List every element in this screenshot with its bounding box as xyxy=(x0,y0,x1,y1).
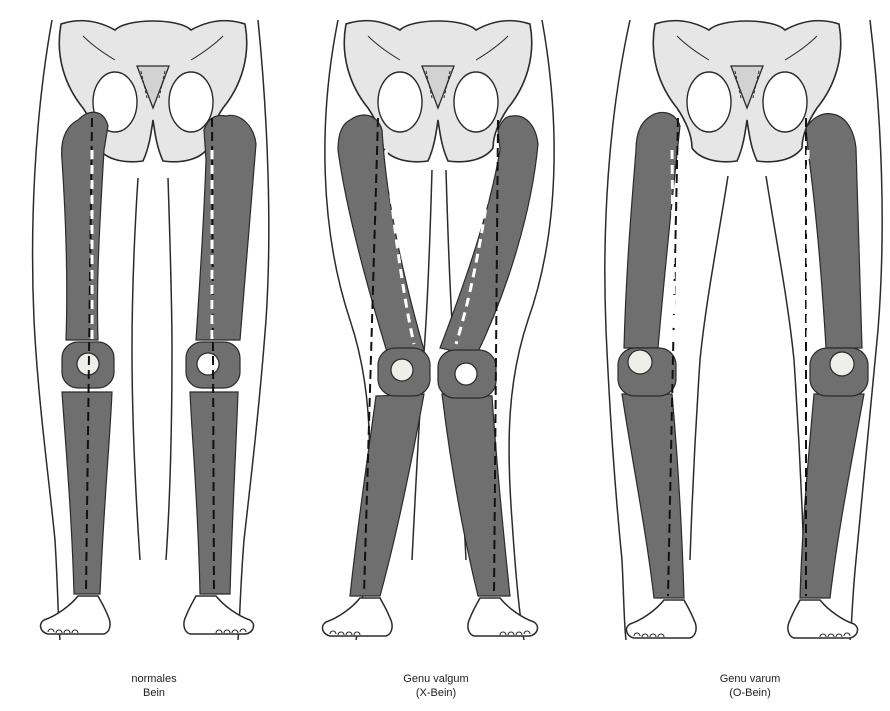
caption-valgum: Genu valgum (X-Bein) xyxy=(336,672,536,700)
caption-valgum-line1: Genu valgum xyxy=(336,672,536,686)
patella-right-varum xyxy=(830,352,854,376)
patella-left-valgum xyxy=(391,359,413,381)
femur-left-normal xyxy=(62,112,108,340)
caption-normal-line1: normales xyxy=(54,672,254,686)
caption-valgum-line2: (X-Bein) xyxy=(336,686,536,700)
femur-right-varum xyxy=(806,114,862,348)
tibia-right-varum xyxy=(800,394,864,598)
panel-valgum-leg xyxy=(323,20,555,640)
foot-left-valgum xyxy=(323,598,393,636)
panel-normal-leg xyxy=(33,20,269,640)
femur-right-normal xyxy=(196,115,256,340)
panel-varum-leg xyxy=(605,20,882,640)
caption-varum: Genu varum (O-Bein) xyxy=(650,672,850,700)
foot-left-varum xyxy=(627,600,697,638)
foot-left-normal xyxy=(41,596,111,634)
tibia-left-valgum xyxy=(350,394,424,596)
patella-right-normal xyxy=(197,353,219,375)
foot-right-varum xyxy=(788,600,858,638)
caption-varum-line2: (O-Bein) xyxy=(650,686,850,700)
tibia-right-valgum xyxy=(442,394,510,596)
patella-right-valgum xyxy=(455,363,477,385)
foot-right-normal xyxy=(184,596,254,634)
caption-varum-line1: Genu varum xyxy=(650,672,850,686)
tibia-right-normal xyxy=(190,392,238,594)
caption-normal: normales Bein xyxy=(54,672,254,700)
femoral-axis-white-normal xyxy=(92,150,212,340)
patella-left-varum xyxy=(628,350,652,374)
tibia-left-varum xyxy=(622,394,684,598)
tibia-left-normal xyxy=(62,392,112,594)
foot-right-valgum xyxy=(468,598,538,636)
caption-normal-line2: Bein xyxy=(54,686,254,700)
